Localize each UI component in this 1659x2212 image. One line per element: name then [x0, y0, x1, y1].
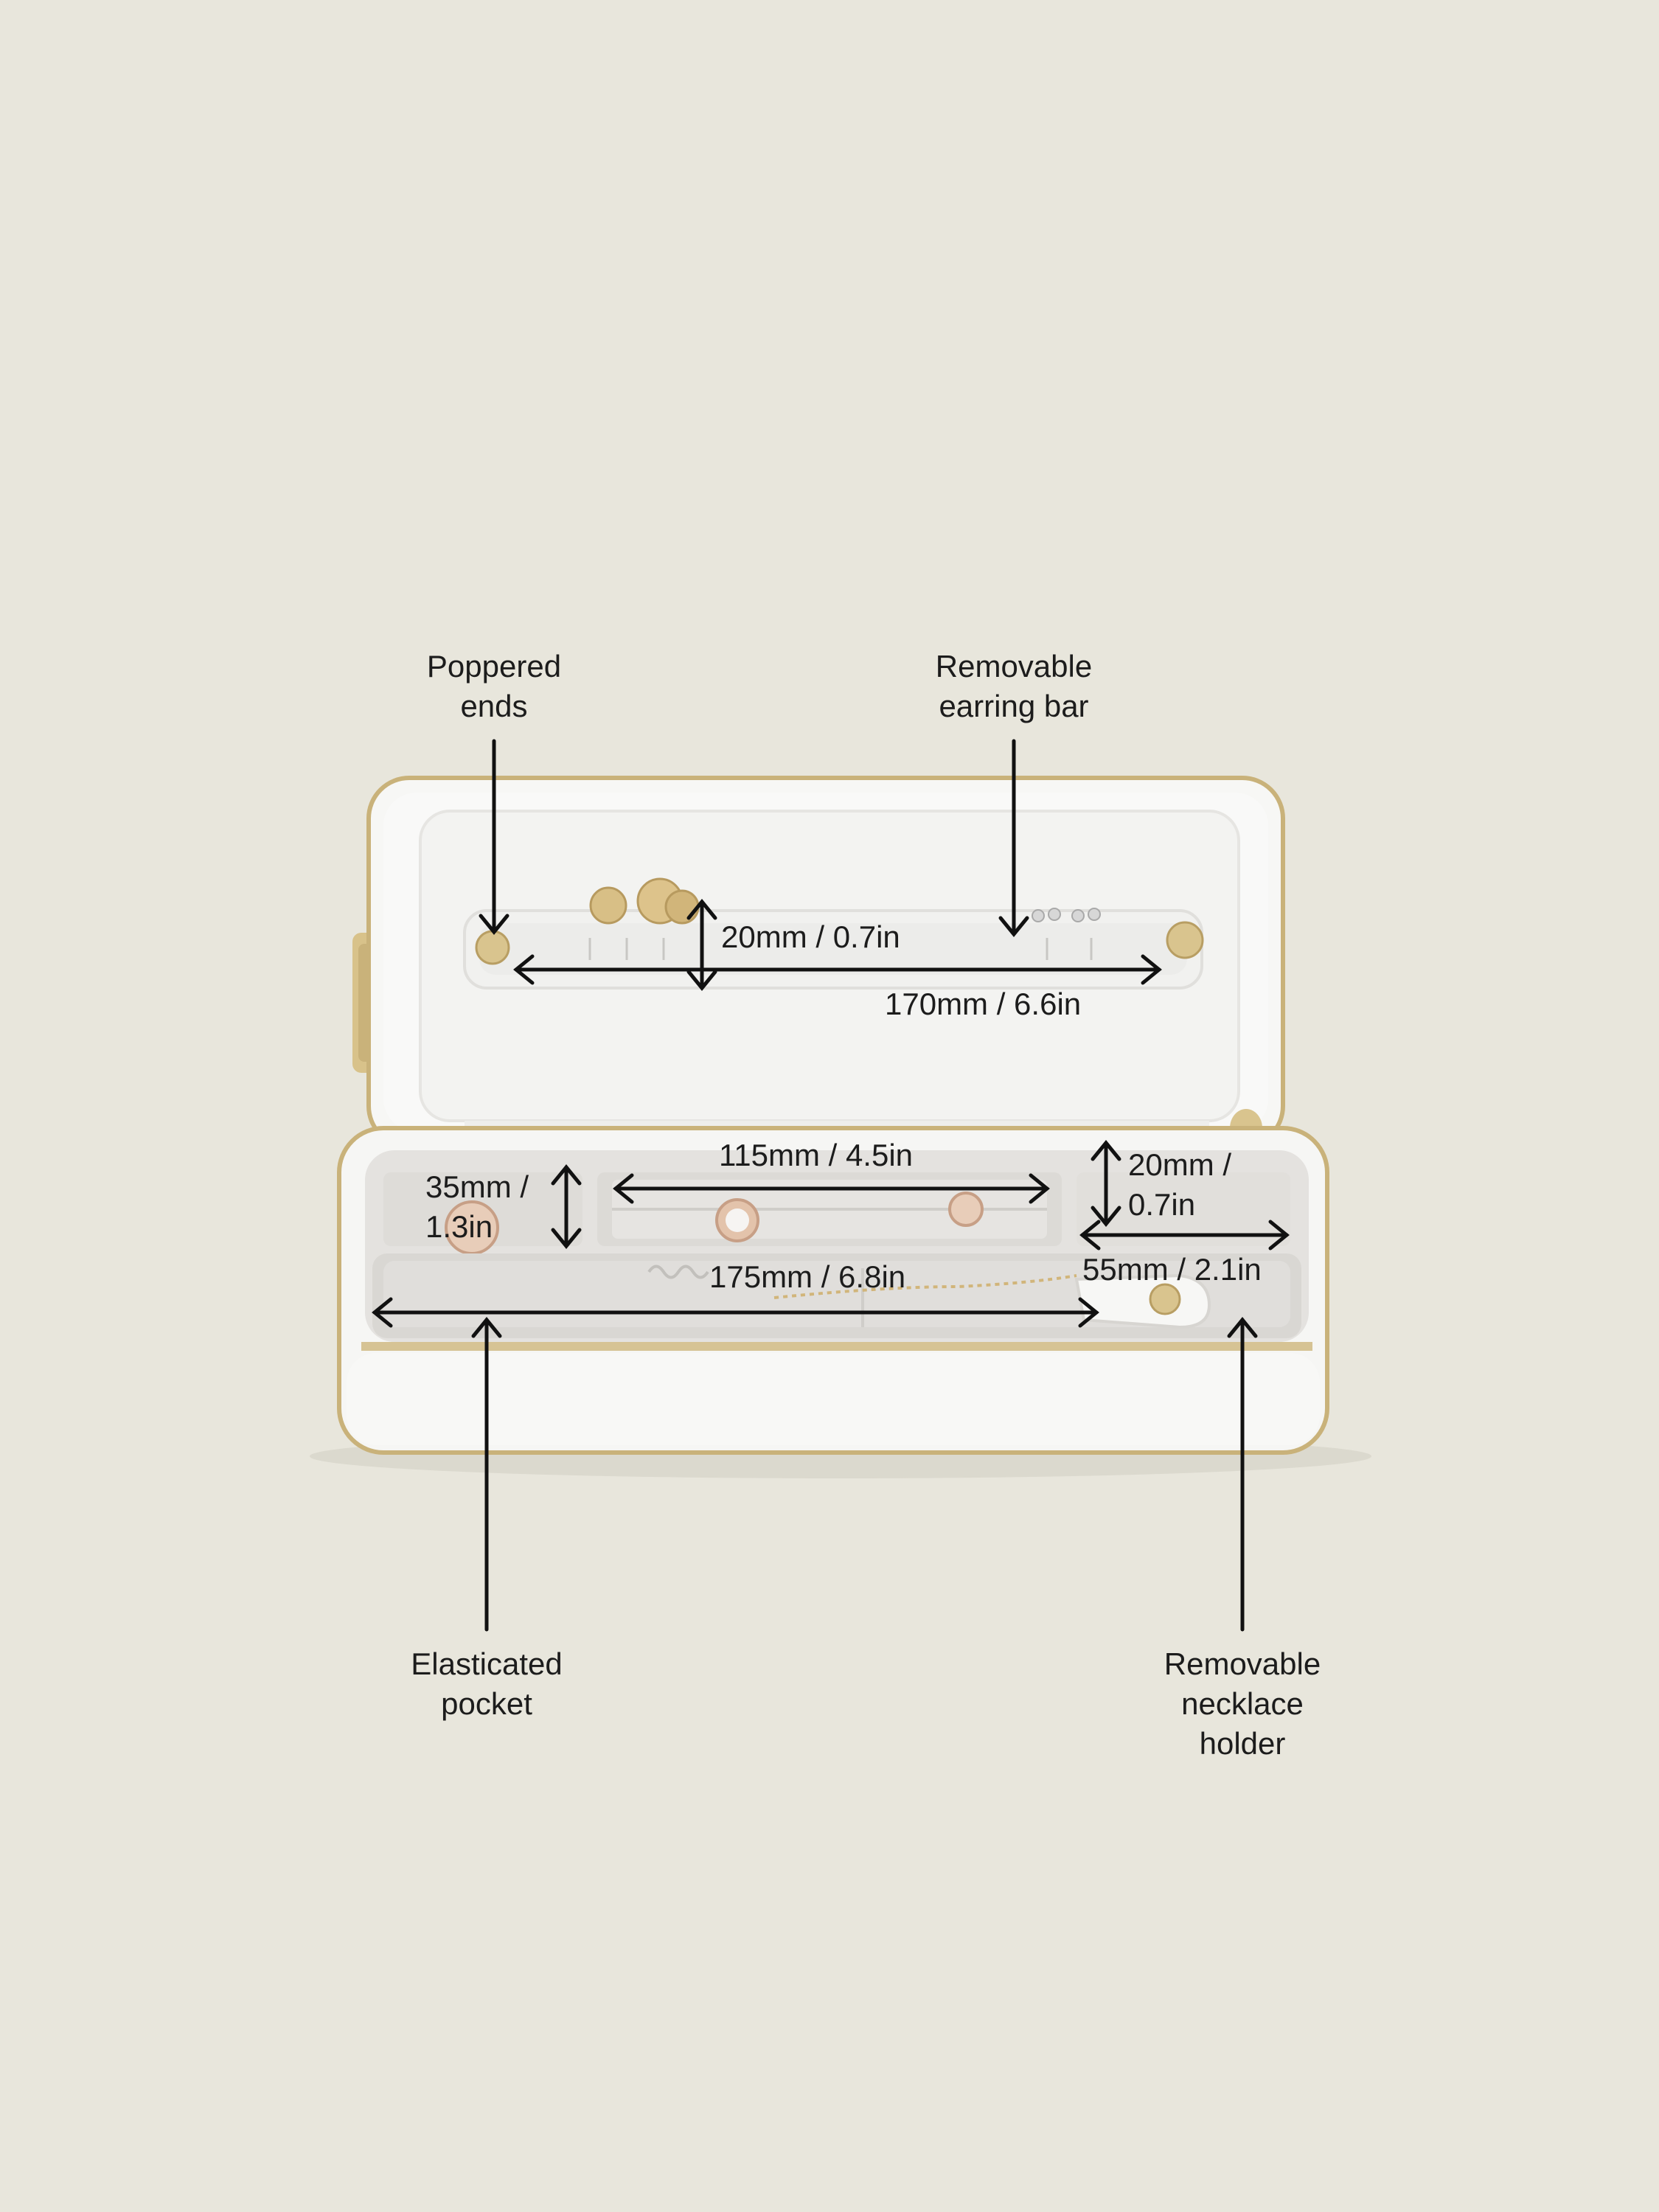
case-front-panel	[347, 1353, 1320, 1445]
dim-compartment-depth-right: 20mm / 0.7in	[1128, 1147, 1232, 1222]
dim-necklace-holder-width: 55mm / 2.1in	[1082, 1252, 1262, 1287]
dim-earring-bar-height: 20mm / 0.7in	[721, 919, 900, 954]
earring-bar-arrowhead	[998, 916, 1029, 937]
popper-stud-right	[1166, 921, 1204, 959]
callout-poppered-ends: Poppered ends	[426, 649, 562, 723]
dim-compartment-depth-left: 35mm / 1.3in	[425, 1169, 529, 1244]
gold-earrings	[589, 877, 700, 925]
ring-roll	[597, 1172, 1062, 1246]
case-base	[337, 1126, 1329, 1455]
dim-earring-bar-length: 170mm / 6.6in	[885, 987, 1082, 1021]
callout-elasticated-pocket: Elasticated pocket	[411, 1646, 563, 1721]
callout-removable-necklace-holder: Removable necklace holder	[1164, 1646, 1321, 1761]
necklace-holder	[773, 1273, 1211, 1329]
right-compartment	[1077, 1172, 1290, 1246]
callout-removable-earring-bar: Removable earring bar	[935, 649, 1093, 723]
silver-earrings	[1032, 908, 1101, 922]
poppered-ends-arrowhead	[479, 914, 509, 935]
case-lid	[366, 776, 1285, 1149]
dim-ring-roll-length: 115mm / 4.5in	[719, 1138, 914, 1172]
popper-stud-left	[475, 930, 510, 965]
callout-lines	[372, 739, 1290, 1632]
dim-pocket-length: 175mm / 6.8in	[709, 1259, 906, 1294]
